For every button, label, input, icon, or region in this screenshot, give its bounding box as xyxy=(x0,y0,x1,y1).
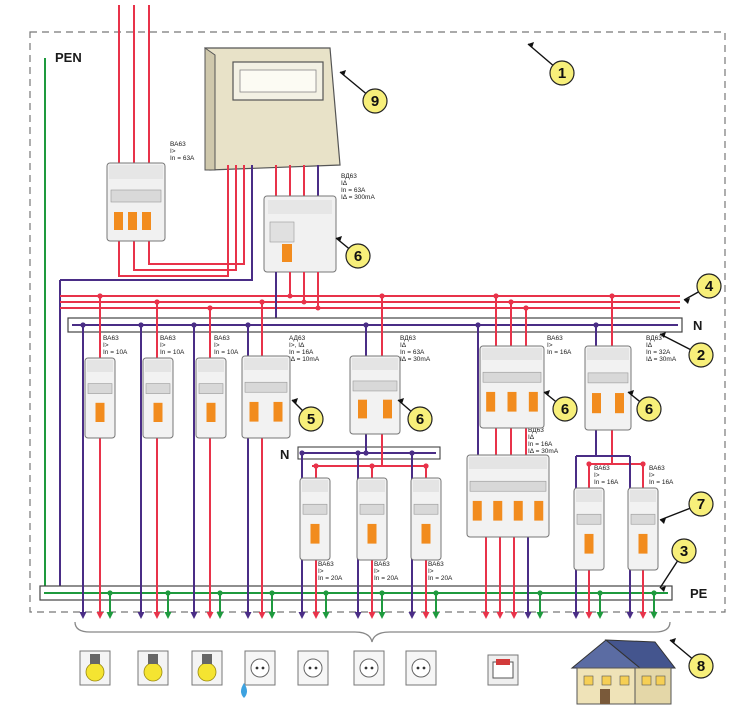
callout-number: 3 xyxy=(680,543,688,560)
lamp-icon xyxy=(137,650,169,686)
callout-number: 1 xyxy=(558,65,566,82)
callout-3: 3 xyxy=(659,538,697,592)
socket-icon xyxy=(353,650,385,686)
callout-number: 6 xyxy=(561,401,569,418)
rcd-sockets xyxy=(349,355,401,435)
callout-6: 6 xyxy=(543,390,578,422)
lamp-icon xyxy=(191,650,223,686)
callout-number: 6 xyxy=(354,248,362,265)
socket-breaker-3 xyxy=(410,477,442,561)
light-breaker-3 xyxy=(195,357,227,439)
main-rcd xyxy=(263,195,337,273)
callout-5: 5 xyxy=(291,398,324,432)
three-phase-breaker xyxy=(479,345,545,429)
rcbo-breaker xyxy=(241,355,291,439)
callout-number: 5 xyxy=(307,411,315,428)
callout-number: 7 xyxy=(697,496,705,513)
n-sub-label: N xyxy=(280,447,289,462)
socket-breaker-2 xyxy=(356,477,388,561)
distribution-board-enclosure xyxy=(29,31,726,613)
right-breaker-1 xyxy=(573,487,605,571)
n-main-label: N xyxy=(693,318,702,333)
callout-4: 4 xyxy=(683,273,722,304)
water-drop-icon xyxy=(241,683,247,698)
socket-icon xyxy=(297,650,329,686)
electricity-meter xyxy=(204,47,341,171)
light-breaker-1 xyxy=(84,357,116,439)
socket-breaker-1 xyxy=(299,477,331,561)
main-breaker xyxy=(106,162,166,242)
stove-icon xyxy=(487,654,519,686)
callout-number: 9 xyxy=(371,93,379,110)
rcd-right xyxy=(584,345,632,431)
callout-9: 9 xyxy=(339,70,388,114)
callout-6: 6 xyxy=(627,390,662,422)
callout-number: 8 xyxy=(697,658,705,675)
callout-7: 7 xyxy=(659,491,714,524)
callout-6: 6 xyxy=(397,398,433,432)
callout-number: 6 xyxy=(645,401,653,418)
phase-buses xyxy=(60,272,680,309)
incoming-phase-wires xyxy=(118,5,150,165)
callout-1: 1 xyxy=(527,42,575,86)
pen-label: PEN xyxy=(55,50,82,65)
callout-8: 8 xyxy=(669,638,714,679)
socket-icon xyxy=(405,650,437,686)
callout-number: 6 xyxy=(416,411,424,428)
rcd-three-phase xyxy=(466,454,550,538)
lamp-icon xyxy=(79,650,111,686)
callout-2: 2 xyxy=(659,332,714,368)
callout-number: 2 xyxy=(697,347,705,364)
main-breaker-spec: ВА63 I> In = 63A xyxy=(170,141,195,162)
loads-bracket xyxy=(74,621,671,643)
house-icon xyxy=(570,639,677,705)
callout-number: 4 xyxy=(705,278,714,295)
right-breaker-2 xyxy=(627,487,659,571)
light-breaker-2 xyxy=(142,357,174,439)
pe-label: PE xyxy=(690,586,708,601)
main-rcd-spec: ВД63 IΔ In = 63A IΔ = 300mA xyxy=(341,173,375,201)
socket-icon xyxy=(244,650,276,686)
callout-6: 6 xyxy=(335,236,371,269)
